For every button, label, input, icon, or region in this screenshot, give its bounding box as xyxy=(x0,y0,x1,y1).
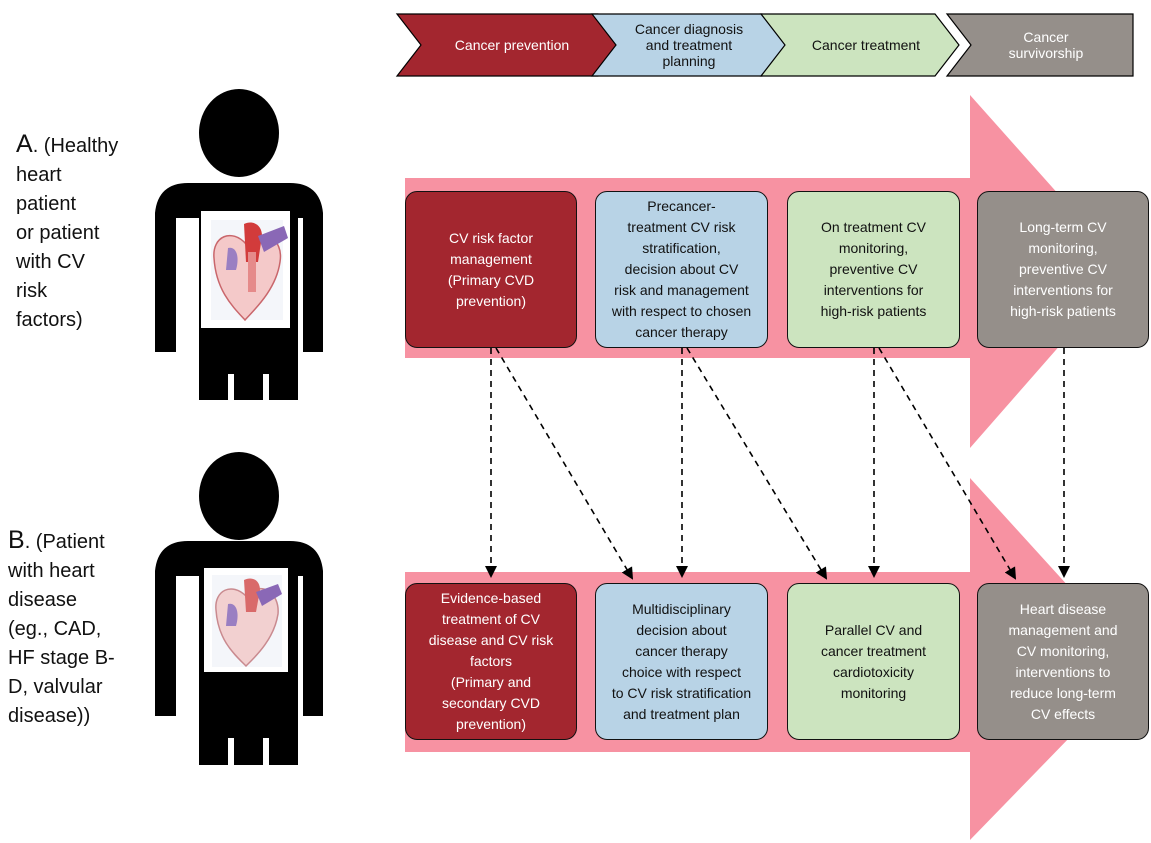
row-letter-b: B xyxy=(8,526,25,554)
box-b-multidisciplinary-decision: Multidisciplinary decision about cancer … xyxy=(595,583,768,740)
box-a-precancer-risk-stratification: Precancer- treatment CV risk stratificat… xyxy=(595,191,768,348)
connector-diagnosis-diagonal xyxy=(686,347,828,580)
heart-illustration-a xyxy=(211,220,288,322)
box-b-heart-disease-management: Heart disease management and CV monitori… xyxy=(977,583,1149,740)
stage-label-treatment: Cancer treatment xyxy=(811,37,921,53)
dashed-connectors xyxy=(485,347,1070,580)
stage-label-prevention: Cancer prevention xyxy=(454,37,570,53)
stage-label-survivorship: Cancer survivorship xyxy=(1008,29,1084,61)
stage-label-diagnosis: Cancer diagnosis and treatment planning xyxy=(634,21,744,69)
row-letter-a: A xyxy=(16,130,33,158)
row-description-b: . (Patient with heart disease (eg., CAD,… xyxy=(8,531,115,727)
row-label-b: B. (Patient with heart disease (eg., CAD… xyxy=(8,526,115,731)
row-label-a: A. (Healthy heart patient or patient wit… xyxy=(16,130,118,335)
box-a-cv-risk-factor-management: CV risk factor management (Primary CVD p… xyxy=(405,191,577,348)
heart-illustration-b xyxy=(212,575,282,668)
box-a-long-term-monitoring: Long-term CV monitoring, preventive CV i… xyxy=(977,191,1149,348)
row-description-a: . (Healthy heart patient or patient with… xyxy=(16,135,119,331)
chevron-cancer-treatment xyxy=(759,13,960,77)
connector-prevention-diagonal xyxy=(495,347,634,580)
chevron-cancer-survivorship xyxy=(945,13,1134,77)
connector-treatment-diagonal xyxy=(878,347,1017,580)
box-b-parallel-monitoring: Parallel CV and cancer treatment cardiot… xyxy=(787,583,960,740)
band-arrow-row-b xyxy=(405,478,1140,840)
box-b-evidence-based-treatment: Evidence-based treatment of CV disease a… xyxy=(405,583,577,740)
box-a-on-treatment-monitoring: On treatment CV monitoring, preventive C… xyxy=(787,191,960,348)
